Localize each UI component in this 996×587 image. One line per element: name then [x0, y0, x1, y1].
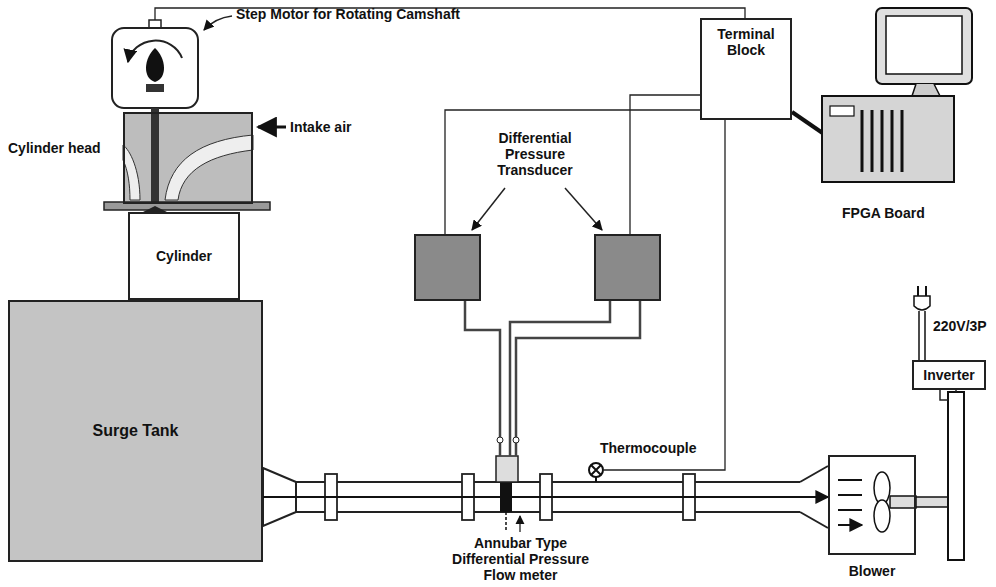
fan-hub [890, 496, 916, 508]
flow-label: Intake air [290, 119, 351, 135]
part-label: Thermocouple [600, 440, 696, 456]
drive-bay [830, 106, 854, 116]
cylinder-head: Cylinder head [8, 112, 253, 204]
plug-pins [918, 286, 926, 296]
intake-port [165, 135, 253, 200]
power-plug [914, 296, 930, 310]
terminal-block: Terminal Block [700, 18, 792, 120]
signal-wire [445, 110, 700, 235]
part-label: FPGA Board [842, 205, 925, 221]
cam-lobe [146, 48, 164, 82]
blower-outline [828, 455, 916, 555]
part-label: Differential Pressure Transducer [480, 130, 590, 178]
power-wire [919, 311, 925, 360]
fan-blade [874, 472, 890, 504]
cylinder-head-body [123, 112, 253, 204]
airflow-connector [263, 496, 828, 498]
step-motor [112, 28, 198, 108]
node-label: Inverter [923, 367, 974, 383]
head-outline [123, 112, 253, 204]
blower-box: Blower [828, 455, 916, 555]
data-cable [792, 112, 824, 134]
pressure-transducer [415, 235, 480, 300]
power-label: 220V/3P [933, 318, 987, 334]
flow-arrow [838, 480, 862, 525]
tube-fitting [513, 437, 519, 443]
signal-wire [630, 95, 700, 235]
pressure-tube [465, 300, 500, 456]
intake-arrow [258, 126, 286, 129]
exhaust-port [123, 145, 140, 200]
leader-arrow [565, 188, 602, 230]
monitor [876, 8, 972, 84]
leader-arrow [204, 16, 232, 30]
node-label: Terminal Block [708, 26, 784, 58]
node-label: Cylinder head [8, 140, 101, 156]
inverter-box: Inverter [912, 360, 986, 390]
thermocouple-symbol [591, 465, 601, 482]
shaft [916, 497, 948, 507]
node-label: Cylinder [156, 248, 212, 264]
part-label: Step Motor for Rotating Camshaft [236, 6, 460, 22]
blower-motor [948, 392, 964, 560]
surge-tank: Surge Tank [8, 300, 263, 562]
part-label: Annubar Type Differential Pressure Flow … [438, 535, 603, 583]
tube-fitting [497, 437, 503, 443]
monitor-screen [886, 16, 962, 74]
cylinder-box: Cylinder [128, 212, 240, 300]
monitor-stand [912, 84, 940, 96]
fpga-chassis [822, 96, 954, 182]
fan-blade [874, 500, 890, 532]
pressure-tube [510, 300, 610, 456]
card-slots [862, 110, 902, 172]
pressure-tube [516, 300, 640, 456]
probe-head [496, 456, 518, 482]
leader-arrow [519, 516, 520, 532]
power-wire [940, 390, 956, 400]
leader-arrow [472, 188, 505, 230]
probe-dashes [505, 512, 507, 530]
pressure-transducer [595, 235, 660, 300]
node-label: Surge Tank [93, 423, 179, 439]
camshaft [146, 84, 164, 92]
node-label: Blower [828, 563, 916, 579]
valve-stem [151, 108, 159, 204]
